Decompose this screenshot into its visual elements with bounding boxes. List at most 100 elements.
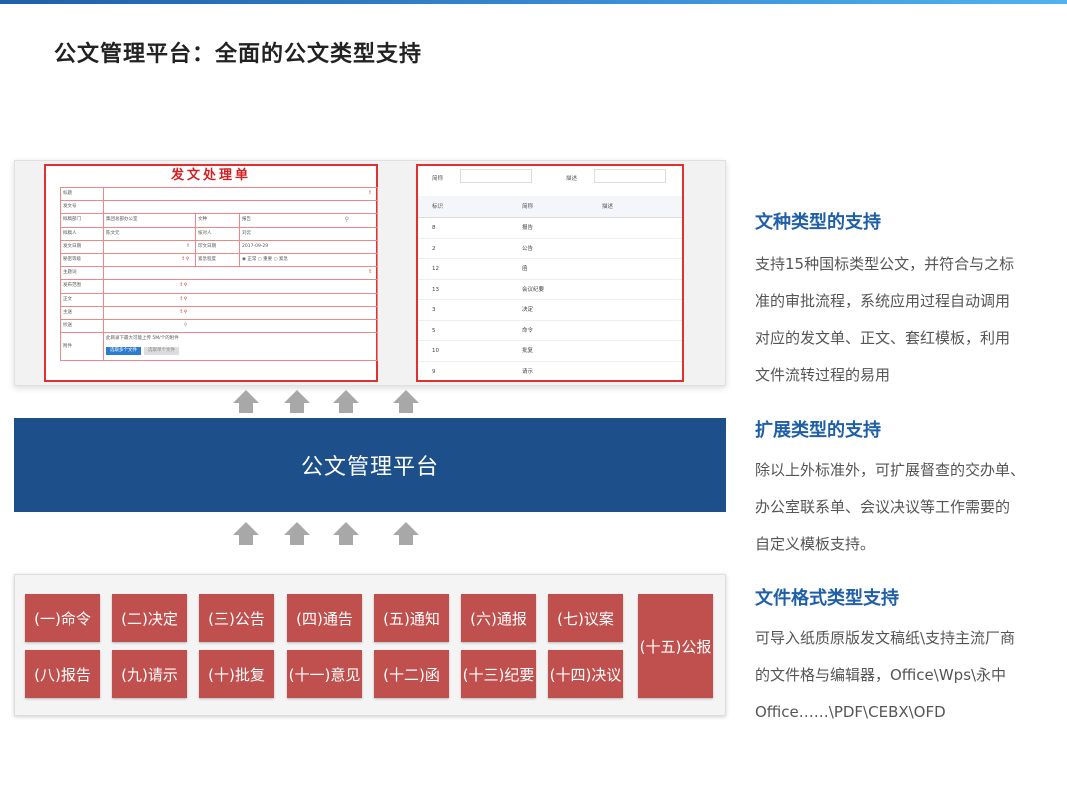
form-value[interactable] — [104, 201, 378, 214]
cell: 12 — [432, 266, 439, 272]
form-label: 标题 — [60, 188, 104, 201]
form-value[interactable]: ! ⚲ — [104, 293, 378, 306]
cell: 函 — [522, 266, 528, 272]
up-arrow-icon — [333, 390, 359, 414]
form-label: 印文日期 — [196, 240, 240, 253]
cell — [588, 300, 682, 320]
form-label: 发文号 — [60, 201, 104, 214]
form-value[interactable]: 刘云 — [240, 227, 378, 240]
cell: 决定 — [522, 307, 534, 313]
column-header[interactable]: 简称 — [522, 204, 534, 210]
form-label: 主送 — [60, 306, 104, 319]
search-icon[interactable]: ⚲ — [183, 322, 187, 328]
category-tile: (五)通知 — [374, 594, 449, 642]
form-row-to: 主送 ! ⚲ — [60, 306, 378, 320]
form-row-scope: 发布范围 ! ⚲ — [60, 280, 378, 294]
category-tile: (三)公告 — [199, 594, 274, 642]
form-value[interactable]: 报告⚲ — [240, 214, 378, 227]
search-label: 描述 — [566, 176, 578, 182]
upload-single-button[interactable]: 选取单个文件 — [144, 347, 179, 356]
form-label: 文种 — [196, 214, 240, 227]
up-arrow-icon — [233, 390, 259, 414]
up-arrow-icon — [333, 522, 359, 546]
category-tile: (九)请示 — [112, 650, 187, 698]
form-label: 附件 — [60, 333, 104, 361]
form-row-title: 标题 ! — [60, 188, 378, 202]
category-tile: (十二)函 — [374, 650, 449, 698]
form-label: 拟稿部门 — [60, 214, 104, 227]
attach-hint: 此目录下最大可能上传 5M/个的附件 — [106, 336, 179, 342]
category-tile: (十)批复 — [199, 650, 274, 698]
category-tile: (一)命令 — [25, 594, 100, 642]
required-mark: ! ⚲ — [180, 283, 187, 289]
cell — [588, 280, 682, 300]
cell — [588, 218, 682, 238]
form-value[interactable]: ⚲ — [104, 319, 378, 333]
form-value[interactable]: 陈文元 — [104, 227, 196, 240]
up-arrow-icon — [284, 390, 310, 414]
form-row-attachment: 附件 此目录下最大可能上传 5M/个的附件 选取多个文件选取单个文件 — [60, 333, 378, 362]
up-arrow-icon — [284, 522, 310, 546]
category-tile: (七)议案 — [548, 594, 623, 642]
form-label: 发文日期 — [60, 240, 104, 253]
category-tile: (六)通报 — [461, 594, 536, 642]
section-line: Office……\PDF\CEBX\OFD — [755, 703, 946, 721]
table-row[interactable]: 3 决定 — [418, 300, 682, 321]
form-label: 抄送 — [60, 319, 104, 333]
form-value[interactable]: ! ⚲ — [104, 253, 196, 267]
search-input-desc[interactable] — [594, 169, 666, 183]
form-label: 拟稿人 — [60, 227, 104, 240]
category-tile: (八)报告 — [25, 650, 100, 698]
form-value[interactable]: ! — [104, 240, 196, 253]
category-tile: (十三)纪要 — [461, 650, 536, 698]
list-header: 标识 简称 描述 — [418, 196, 682, 218]
section-body: 除以上外标准外，可扩展督查的交办单、 办公室联系单、会议决议等工作需要的 自定义… — [755, 452, 1055, 563]
column-header[interactable]: 描述 — [602, 204, 614, 210]
required-mark: ! ⚲ — [182, 256, 189, 262]
cell: 8 — [432, 225, 436, 231]
form-value[interactable]: 2017-09-29 — [240, 240, 378, 253]
required-mark: ! — [368, 270, 371, 276]
cell: 5 — [432, 327, 436, 334]
page-title: 公文管理平台：全面的公文类型支持 — [54, 42, 423, 67]
form-value[interactable]: 集团总部办公室 — [104, 214, 196, 227]
section-line: 对应的发文单、正文、套红模板，利用 — [755, 329, 1011, 347]
form-label: 发布范围 — [60, 280, 104, 293]
form-row-body: 正文 ! ⚲ — [60, 293, 378, 307]
form-row-keywords: 主题词 ! — [60, 267, 378, 281]
form-row-doc-number: 发文号 — [60, 201, 378, 215]
urgency-radio-group[interactable]: ◉ 正常 ○ 重要 ○ 紧急 — [240, 253, 378, 267]
top-accent-bar — [0, 0, 1067, 4]
up-arrow-icon — [233, 522, 259, 546]
section-line: 支持15种国标类型公文，并符合与之标 — [755, 255, 1015, 273]
search-icon[interactable]: ⚲ — [344, 216, 349, 224]
form-value[interactable]: ! ⚲ — [104, 306, 378, 319]
section-line: 文件流转过程的易用 — [755, 366, 891, 384]
cell: 3 — [432, 307, 436, 313]
form-grid: 标题 ! 发文号 拟稿部门 集团总部办公室 文种 报告⚲ 拟稿人 陈文元 核对人… — [60, 187, 378, 362]
search-input-name[interactable] — [460, 169, 532, 183]
form-row-drafter: 拟稿人 陈文元 核对人 刘云 — [60, 227, 378, 241]
upload-multi-button[interactable]: 选取多个文件 — [106, 347, 141, 356]
cell: 公告 — [522, 245, 534, 252]
section-body: 支持15种国标类型公文，并符合与之标 准的审批流程，系统应用过程自动调用 对应的… — [755, 246, 1055, 394]
section-line: 办公室联系单、会议决议等工作需要的 — [755, 498, 1011, 516]
form-value[interactable]: ! — [104, 267, 378, 280]
section-line: 的文件格与编辑器，Office\Wps\永中 — [755, 666, 1007, 684]
cell — [588, 362, 682, 381]
form-value[interactable]: ! — [104, 188, 378, 201]
cell — [588, 259, 682, 279]
column-header[interactable]: 标识 — [432, 204, 444, 210]
form-value[interactable]: ! ⚲ — [104, 280, 378, 293]
table-row[interactable]: 12 函 — [418, 259, 682, 280]
section-body: 可导入纸质原版发文稿纸\支持主流厂商 的文件格与编辑器，Office\Wps\永… — [755, 620, 1055, 731]
section-line: 除以上外标准外，可扩展督查的交办单、 — [755, 461, 1026, 479]
section-line: 自定义模板支持。 — [755, 535, 876, 553]
section-title: 文种类型的支持 — [755, 212, 881, 233]
